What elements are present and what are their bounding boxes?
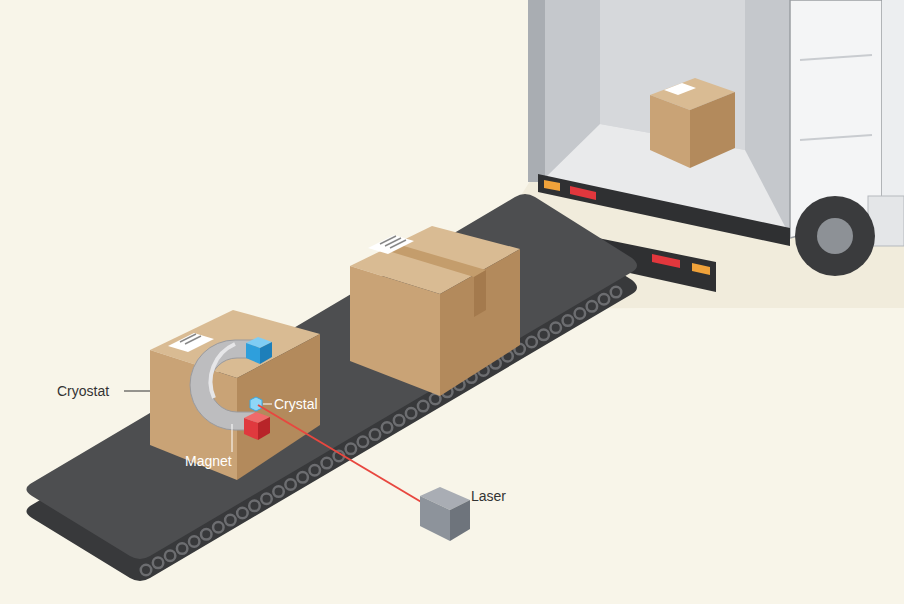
laser-side	[450, 500, 470, 541]
box-side	[237, 334, 320, 480]
reflector-light	[544, 180, 560, 191]
magnet-pole-north	[246, 343, 260, 364]
part-label: Laser	[471, 488, 506, 505]
door-hinge	[800, 135, 872, 140]
box-front	[650, 95, 690, 168]
part-label: Magnet	[185, 453, 232, 470]
packing-tape	[385, 244, 486, 277]
label-line	[385, 238, 401, 246]
leader-line	[124, 391, 150, 392]
label-line	[180, 334, 196, 342]
cryostat-box	[150, 310, 320, 480]
magnet	[190, 337, 272, 440]
reflector-light	[652, 254, 680, 268]
part-label: Crystal	[274, 396, 318, 413]
belt-top	[26, 194, 637, 559]
box-side	[690, 92, 735, 168]
laser	[420, 487, 470, 541]
shipping-box	[350, 226, 520, 396]
reflector-light	[570, 186, 596, 200]
magnet-highlight	[211, 344, 235, 398]
magnet-pole-south	[244, 418, 258, 440]
box-front	[350, 266, 440, 396]
laser-front	[420, 496, 450, 541]
shipping-label	[368, 235, 414, 254]
leader-line	[263, 404, 272, 405]
part-label: Cryostat	[57, 383, 109, 400]
horseshoe-magnet	[190, 340, 255, 430]
trailer-post	[528, 0, 545, 182]
conveyor-belt	[26, 194, 637, 581]
shipping-label	[664, 83, 696, 95]
label-line	[185, 336, 201, 344]
magnet-pole-south	[258, 417, 270, 440]
label-line	[380, 236, 396, 244]
door-hinge	[800, 55, 872, 60]
packing-tape	[474, 270, 486, 317]
crystal	[250, 397, 262, 411]
leader-line	[232, 424, 233, 452]
wheel	[795, 196, 875, 276]
laser-beam	[258, 405, 428, 506]
trailer-side	[882, 0, 904, 200]
magnet-pole-north	[260, 342, 272, 364]
reflector-light	[692, 263, 710, 275]
wheel-hub	[817, 218, 853, 254]
label-line	[390, 240, 406, 248]
